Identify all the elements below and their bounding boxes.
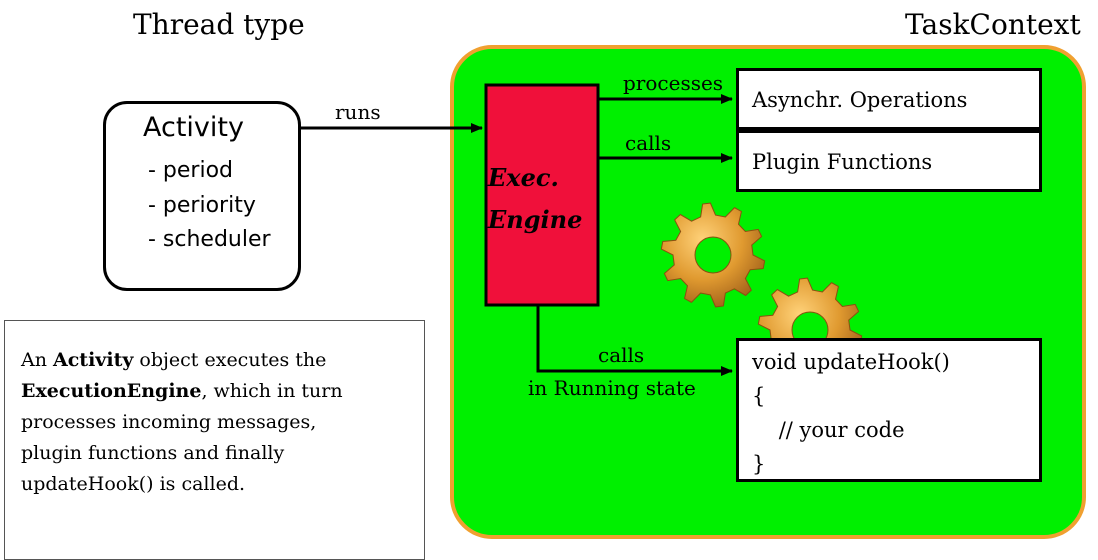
code-line: } [752, 452, 766, 476]
desc-text: , which in turn [201, 380, 343, 402]
desc-text: processes incoming messages, [21, 411, 317, 433]
activity-item-scheduler: - scheduler [148, 227, 271, 252]
desc-text: plugin functions and finally [21, 442, 285, 464]
desc-text: object executes the [133, 349, 327, 371]
desc-text: An [21, 349, 53, 371]
exec-engine-label-line1: Exec. [488, 163, 559, 192]
code-line: // your code [752, 418, 905, 442]
plugin-functions-box: Plugin Functions [736, 130, 1042, 192]
code-line: void updateHook() [752, 350, 950, 374]
activity-box [103, 101, 301, 291]
calls-hook-label: calls [598, 343, 645, 367]
exec-engine-box [484, 83, 600, 307]
description-line: plugin functions and finally [21, 438, 408, 469]
code-line: { [752, 384, 766, 408]
activity-item-period: - period [148, 158, 234, 183]
description-line: processes incoming messages, [21, 407, 408, 438]
activity-item-priority: - periority [148, 193, 256, 218]
exec-engine-label-line2: Engine [488, 205, 583, 234]
gear-icon [660, 202, 766, 308]
processes-label: processes [623, 71, 724, 95]
description-line: An Activity object executes the [21, 345, 408, 376]
calls-hook-arrow [536, 305, 733, 376]
desc-keyword-execution-engine: ExecutionEngine [21, 380, 202, 402]
calls-plugin-label: calls [625, 131, 672, 155]
desc-text: updateHook() is called. [21, 473, 246, 495]
desc-keyword-activity: Activity [53, 349, 134, 371]
async-operations-box: Asynchr. Operations [736, 68, 1042, 130]
activity-title: Activity [143, 112, 244, 143]
taskcontext-heading: TaskContext [905, 8, 1081, 41]
description-line: ExecutionEngine, which in turn [21, 376, 408, 407]
in-running-state-label: in Running state [528, 376, 696, 400]
update-hook-box: void updateHook() { // your code } [736, 338, 1042, 482]
description-line: updateHook() is called. [21, 469, 408, 500]
runs-label: runs [335, 100, 381, 124]
description-box: An Activity object executes the Executio… [4, 320, 425, 560]
thread-type-heading: Thread type [133, 8, 305, 41]
